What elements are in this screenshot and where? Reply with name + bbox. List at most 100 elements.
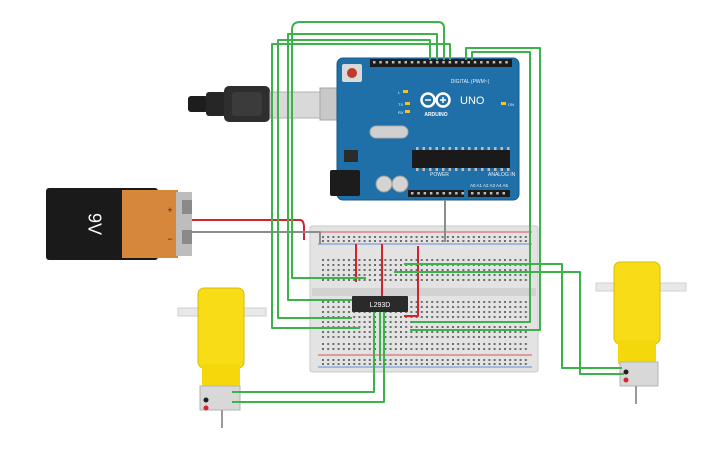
breadboard-hole[interactable]	[368, 359, 371, 361]
breadboard-hole[interactable]	[483, 279, 486, 281]
breadboard-hole[interactable]	[452, 311, 454, 313]
breadboard-hole[interactable]	[519, 343, 522, 345]
breadboard-hole[interactable]	[368, 269, 371, 271]
wire-green-d4[interactable]	[271, 43, 451, 329]
breadboard-hole[interactable]	[322, 301, 324, 303]
breadboard-hole[interactable]	[426, 336, 428, 338]
breadboard-hole[interactable]	[415, 343, 418, 345]
breadboard-hole[interactable]	[363, 321, 366, 323]
breadboard-hole[interactable]	[405, 236, 408, 238]
breadboard-hole[interactable]	[420, 363, 423, 365]
breadboard-hole[interactable]	[410, 240, 413, 242]
breadboard-hole[interactable]	[400, 331, 402, 333]
breadboard-hole[interactable]	[514, 236, 517, 238]
breadboard-hole[interactable]	[519, 306, 522, 308]
breadboard-hole[interactable]	[400, 269, 402, 271]
breadboard-hole[interactable]	[384, 274, 387, 276]
breadboard-hole[interactable]	[400, 240, 402, 242]
breadboard-hole[interactable]	[322, 311, 324, 313]
breadboard-hole[interactable]	[389, 363, 392, 365]
wire-battery-positive[interactable]	[192, 219, 305, 240]
wire-green-motor-left-b[interactable]	[232, 312, 385, 403]
breadboard-hole[interactable]	[498, 326, 501, 328]
breadboard-hole[interactable]	[389, 236, 392, 238]
breadboard-hole[interactable]	[332, 259, 335, 261]
breadboard-hole[interactable]	[405, 363, 408, 365]
analog-pin[interactable]	[483, 192, 487, 195]
breadboard-hole[interactable]	[452, 259, 454, 261]
breadboard-hole[interactable]	[472, 301, 475, 303]
breadboard-hole[interactable]	[519, 359, 522, 361]
analog-pin[interactable]	[496, 192, 499, 195]
breadboard-hole[interactable]	[488, 326, 491, 328]
breadboard-hole[interactable]	[332, 274, 335, 276]
breadboard-hole[interactable]	[420, 336, 423, 338]
breadboard-hole[interactable]	[478, 343, 480, 345]
breadboard-hole[interactable]	[457, 301, 460, 303]
breadboard-hole[interactable]	[415, 311, 418, 313]
breadboard-hole[interactable]	[431, 236, 434, 238]
breadboard-hole[interactable]	[514, 348, 517, 350]
breadboard-hole[interactable]	[415, 279, 418, 281]
breadboard-hole[interactable]	[358, 363, 361, 365]
analog-pin[interactable]	[502, 192, 506, 195]
breadboard-hole[interactable]	[457, 240, 460, 242]
breadboard-hole[interactable]	[322, 279, 324, 281]
breadboard-hole[interactable]	[348, 359, 350, 361]
breadboard-hole[interactable]	[452, 316, 454, 318]
breadboard-hole[interactable]	[405, 240, 408, 242]
breadboard-hole[interactable]	[436, 259, 439, 261]
breadboard-hole[interactable]	[337, 321, 340, 323]
breadboard-hole[interactable]	[478, 363, 480, 365]
breadboard-hole[interactable]	[467, 236, 470, 238]
power-jack[interactable]	[330, 170, 360, 196]
breadboard-hole[interactable]	[353, 316, 356, 318]
breadboard-hole[interactable]	[379, 269, 382, 271]
breadboard-hole[interactable]	[524, 236, 527, 238]
breadboard-hole[interactable]	[327, 279, 330, 281]
breadboard-hole[interactable]	[519, 279, 522, 281]
breadboard-hole[interactable]	[410, 326, 413, 328]
breadboard-hole[interactable]	[348, 269, 350, 271]
breadboard-hole[interactable]	[400, 321, 402, 323]
breadboard-hole[interactable]	[452, 331, 454, 333]
breadboard-hole[interactable]	[493, 359, 496, 361]
breadboard-hole[interactable]	[426, 348, 428, 350]
power-pin[interactable]	[423, 192, 427, 195]
breadboard-hole[interactable]	[441, 348, 444, 350]
breadboard-hole[interactable]	[483, 343, 486, 345]
breadboard-hole[interactable]	[389, 316, 392, 318]
breadboard-hole[interactable]	[374, 274, 376, 276]
breadboard-hole[interactable]	[509, 274, 512, 276]
breadboard-hole[interactable]	[493, 279, 496, 281]
breadboard-hole[interactable]	[332, 236, 335, 238]
digital-pin[interactable]	[398, 61, 401, 64]
breadboard-hole[interactable]	[374, 269, 376, 271]
breadboard-hole[interactable]	[467, 274, 470, 276]
breadboard-hole[interactable]	[394, 240, 397, 242]
breadboard-hole[interactable]	[431, 331, 434, 333]
breadboard-hole[interactable]	[462, 311, 465, 313]
breadboard-hole[interactable]	[358, 240, 361, 242]
breadboard-hole[interactable]	[457, 359, 460, 361]
breadboard-hole[interactable]	[327, 264, 330, 266]
breadboard-hole[interactable]	[467, 279, 470, 281]
breadboard-hole[interactable]	[389, 264, 392, 266]
breadboard-hole[interactable]	[332, 264, 335, 266]
breadboard-hole[interactable]	[472, 240, 475, 242]
breadboard-hole[interactable]	[394, 279, 397, 281]
breadboard-hole[interactable]	[436, 336, 439, 338]
breadboard-hole[interactable]	[462, 301, 465, 303]
breadboard-hole[interactable]	[337, 279, 340, 281]
breadboard-hole[interactable]	[348, 311, 350, 313]
breadboard-hole[interactable]	[358, 279, 361, 281]
breadboard-hole[interactable]	[519, 331, 522, 333]
breadboard-hole[interactable]	[483, 236, 486, 238]
breadboard-hole[interactable]	[467, 331, 470, 333]
breadboard-hole[interactable]	[353, 336, 356, 338]
breadboard-hole[interactable]	[415, 348, 418, 350]
breadboard-hole[interactable]	[519, 311, 522, 313]
breadboard-hole[interactable]	[472, 331, 475, 333]
breadboard-hole[interactable]	[358, 316, 361, 318]
